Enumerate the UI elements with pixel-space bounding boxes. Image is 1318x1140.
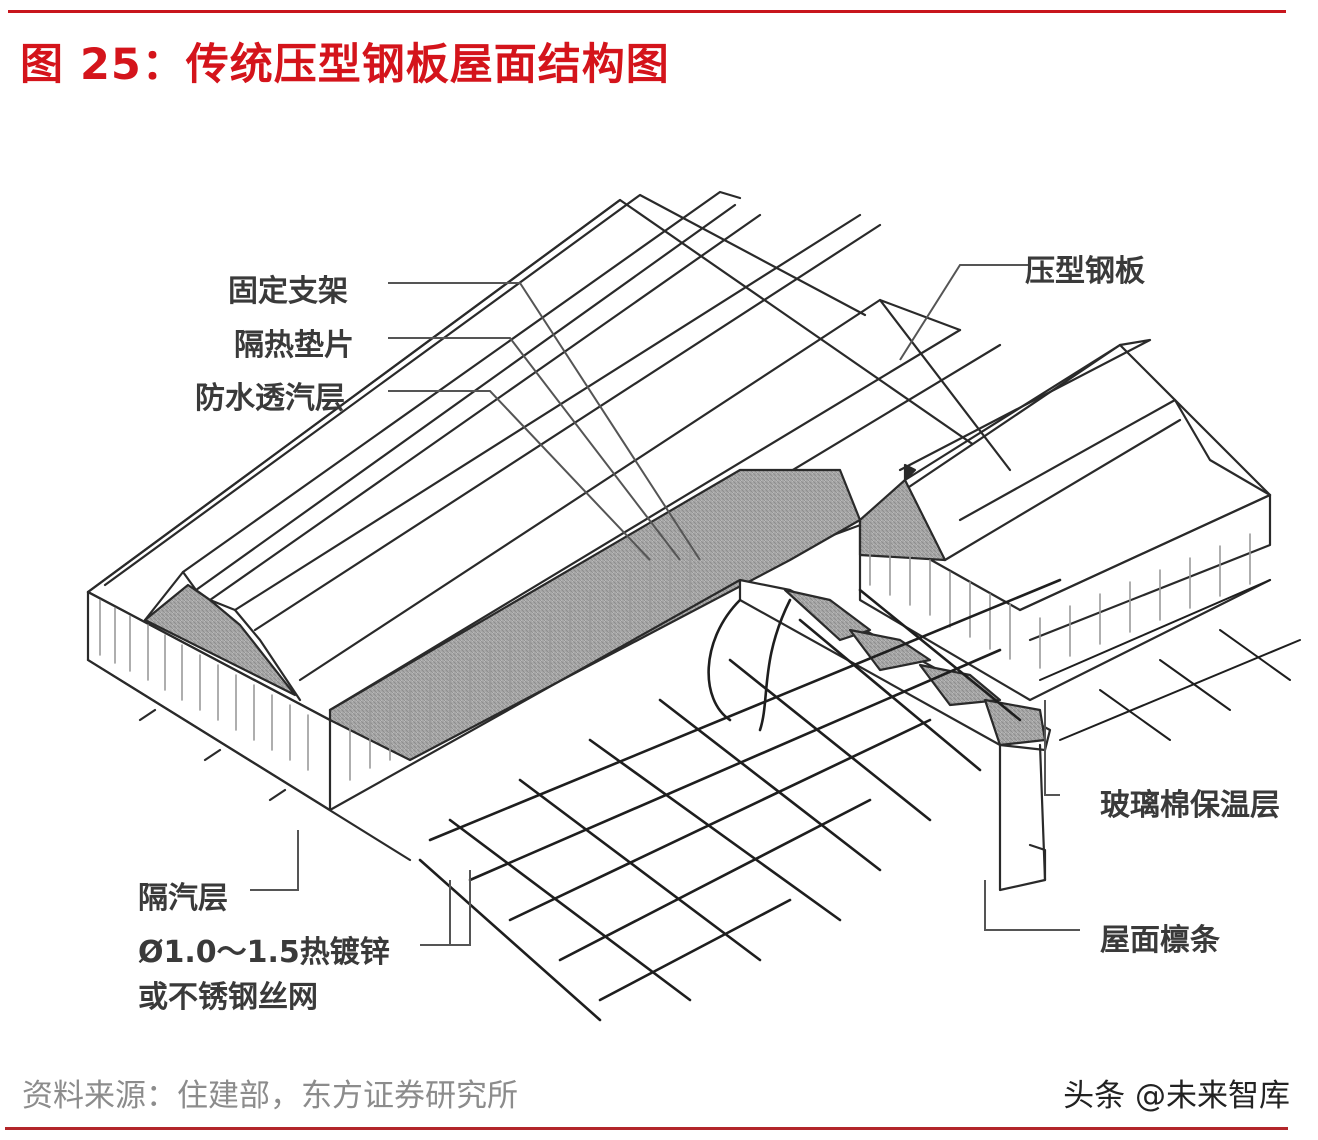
- label-fixed-bracket: 固定支架: [228, 274, 348, 309]
- label-vapor-barrier: 隔汽层: [138, 881, 228, 916]
- figure-title: 图 25：传统压型钢板屋面结构图: [20, 40, 670, 90]
- label-waterproof-breathable-layer: 防水透汽层: [195, 381, 345, 416]
- top-rule: [8, 10, 1286, 13]
- label-wire-mesh-line2: 或不锈钢丝网: [138, 980, 318, 1015]
- label-profiled-steel-sheet: 压型钢板: [1025, 254, 1145, 289]
- bottom-rule: [5, 1127, 1288, 1130]
- label-roof-purlin: 屋面檩条: [1100, 923, 1220, 958]
- watermark: 头条 @未来智库: [1063, 1078, 1290, 1114]
- source-note: 资料来源：住建部，东方证券研究所: [22, 1078, 518, 1114]
- label-glass-wool-insulation: 玻璃棉保温层: [1100, 788, 1280, 823]
- label-insulation-pad: 隔热垫片: [234, 328, 354, 363]
- label-wire-mesh-line1: Ø1.0～1.5热镀锌: [138, 935, 390, 970]
